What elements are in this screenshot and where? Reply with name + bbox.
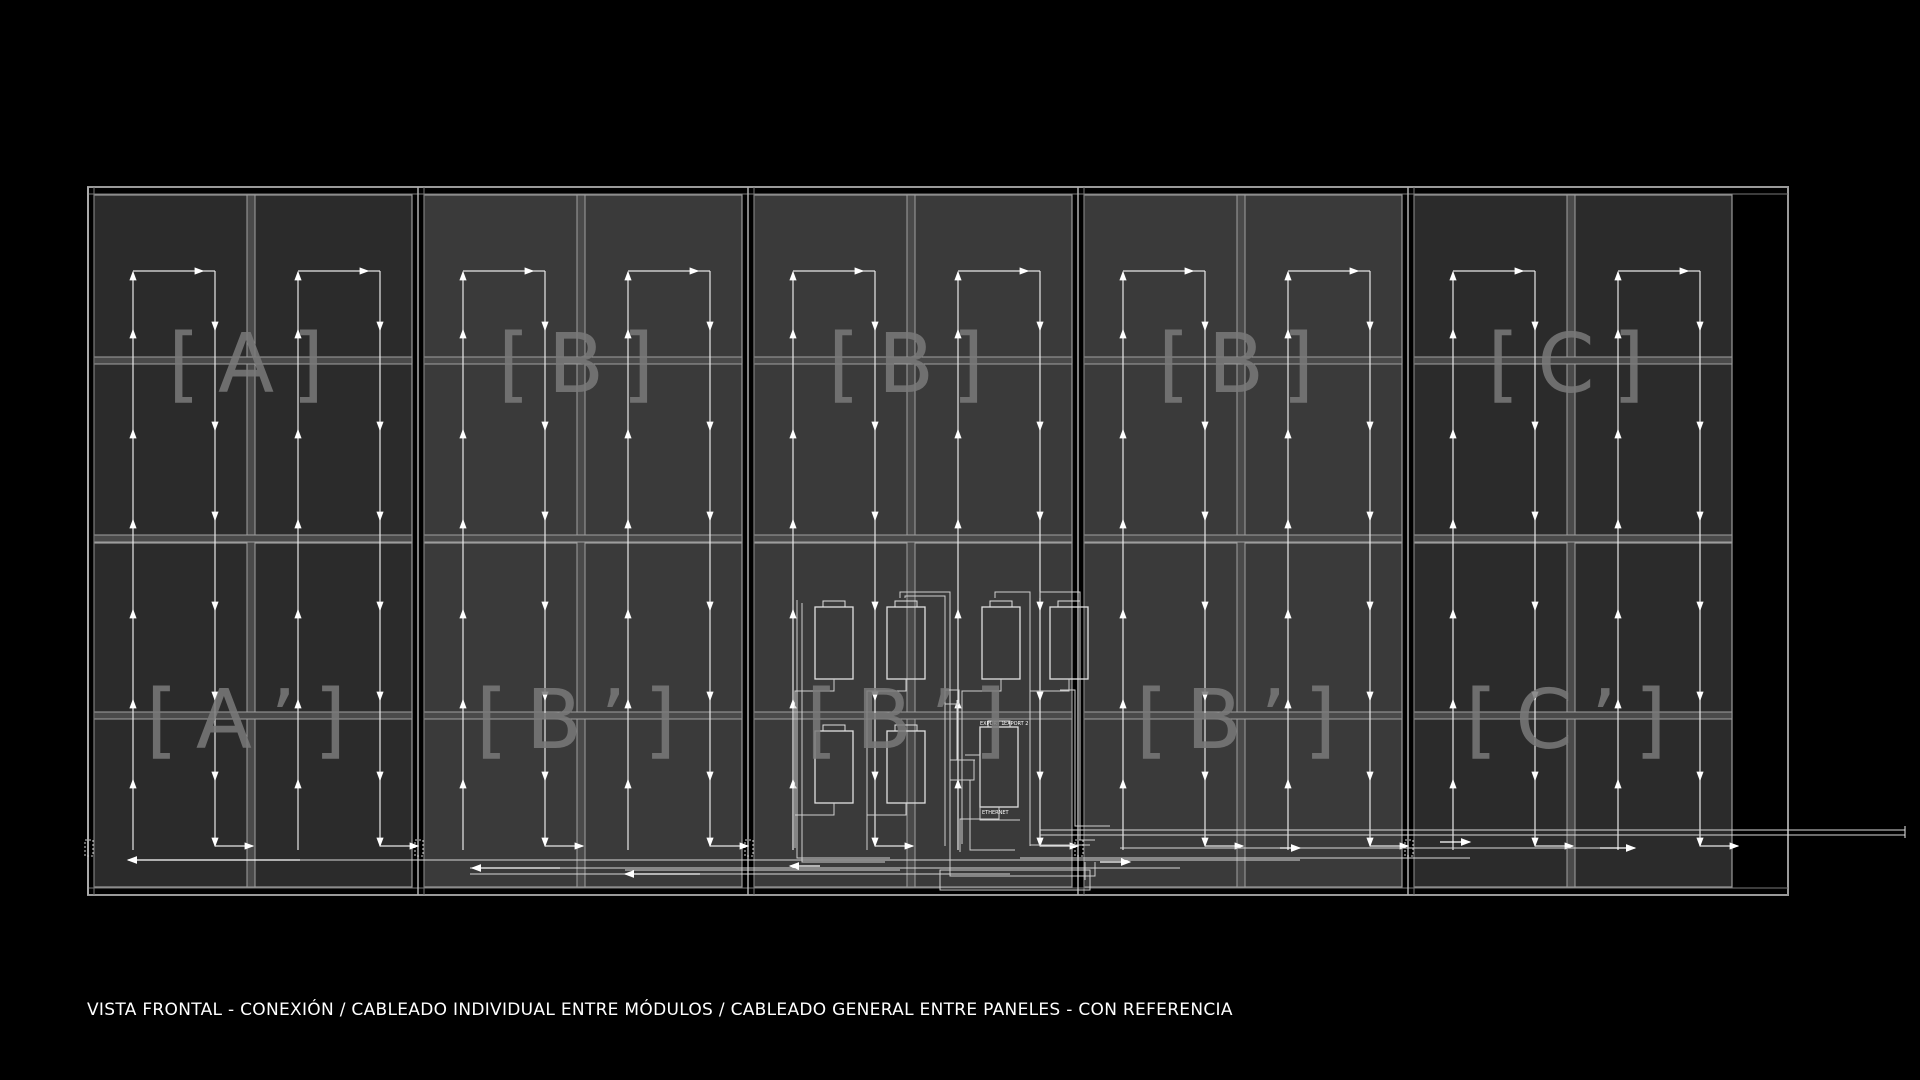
interconnect-cable bbox=[949, 840, 1096, 877]
panel-top-label: [B] bbox=[828, 317, 1002, 412]
module-wiring-loop bbox=[459, 267, 585, 850]
panel-1 bbox=[84, 187, 413, 895]
panel-bottom-label: [A’] bbox=[146, 673, 364, 768]
panel-connector bbox=[1074, 839, 1084, 857]
junction-box bbox=[949, 759, 975, 781]
labels-layer: [A] [A’] [B] [B’] [B] [B’] [B] [B’] [C] [C’] bbox=[146, 317, 1684, 768]
panel-horizontal-rail bbox=[93, 534, 413, 543]
inverter-cap bbox=[822, 724, 846, 732]
cable-tray bbox=[939, 869, 1091, 891]
inverter-cap bbox=[894, 600, 918, 608]
module-wiring-loop bbox=[624, 267, 750, 850]
panel-horizontal-rail bbox=[423, 534, 743, 543]
junction-box bbox=[944, 689, 960, 705]
panel-bottom-label: [C’] bbox=[1465, 673, 1684, 768]
panel-top-label: [B] bbox=[1158, 317, 1332, 412]
module-wiring-loop bbox=[954, 267, 1080, 850]
panel-connector bbox=[84, 839, 94, 857]
ethernet-label: ETHERNET bbox=[982, 810, 1010, 816]
panel-bottom-label: [B’] bbox=[1136, 673, 1354, 768]
panel-horizontal-rail bbox=[1413, 534, 1733, 543]
panel-connector bbox=[414, 839, 424, 857]
panel-4 bbox=[1074, 187, 1403, 895]
inverter-cap bbox=[822, 600, 846, 608]
module-wiring-loop bbox=[1449, 267, 1575, 850]
inverter-cable bbox=[866, 803, 907, 850]
interconnect-cable bbox=[965, 754, 1020, 821]
interconnect-cable bbox=[796, 600, 890, 859]
diagram-caption: VISTA FRONTAL - CONEXIÓN / CABLEADO INDI… bbox=[87, 1000, 1233, 1020]
panel-connector bbox=[744, 839, 754, 857]
export-1-label: EXPORT 1 bbox=[980, 721, 1004, 727]
panel-2 bbox=[414, 187, 743, 895]
export-2-label: EXPORT 2 bbox=[1004, 721, 1028, 727]
panel-bottom-label: [B’] bbox=[806, 673, 1024, 768]
module-wiring-loop bbox=[294, 267, 420, 850]
panel-horizontal-rail bbox=[753, 534, 1073, 543]
panel-top-label: [A] bbox=[168, 317, 342, 412]
interconnect-cable bbox=[899, 591, 951, 850]
interconnect-cable bbox=[1060, 689, 1110, 827]
panels-layer bbox=[84, 186, 1789, 896]
panel-bottom-label: [B’] bbox=[476, 673, 694, 768]
module-wiring-loop bbox=[1284, 267, 1410, 850]
panel-5 bbox=[1404, 187, 1733, 895]
inverter-cap bbox=[894, 724, 918, 732]
interconnect-cable bbox=[904, 595, 946, 846]
module-wiring-loop bbox=[1614, 267, 1740, 850]
inverter-cable bbox=[866, 679, 907, 842]
module-wiring-loop bbox=[1119, 267, 1245, 850]
panel-3 bbox=[744, 187, 1073, 895]
interconnect-cable bbox=[994, 591, 1090, 846]
inverter-cable bbox=[794, 679, 835, 840]
wires-layer bbox=[126, 267, 1906, 878]
panel-horizontal-rail bbox=[1083, 534, 1403, 543]
interconnect-cable bbox=[1039, 591, 1095, 841]
interconnect-cable bbox=[801, 603, 885, 863]
inverter-cable bbox=[961, 679, 1002, 844]
inverter-cable bbox=[794, 803, 835, 848]
panel-top-label: [B] bbox=[498, 317, 672, 412]
panel-top-label: [C] bbox=[1487, 317, 1662, 412]
inverter-cap bbox=[987, 720, 1011, 728]
module-wiring-loop bbox=[129, 267, 255, 850]
main-cable-bus bbox=[126, 826, 1906, 878]
inverter-cap bbox=[989, 600, 1013, 608]
module-wiring-loop bbox=[789, 267, 915, 850]
